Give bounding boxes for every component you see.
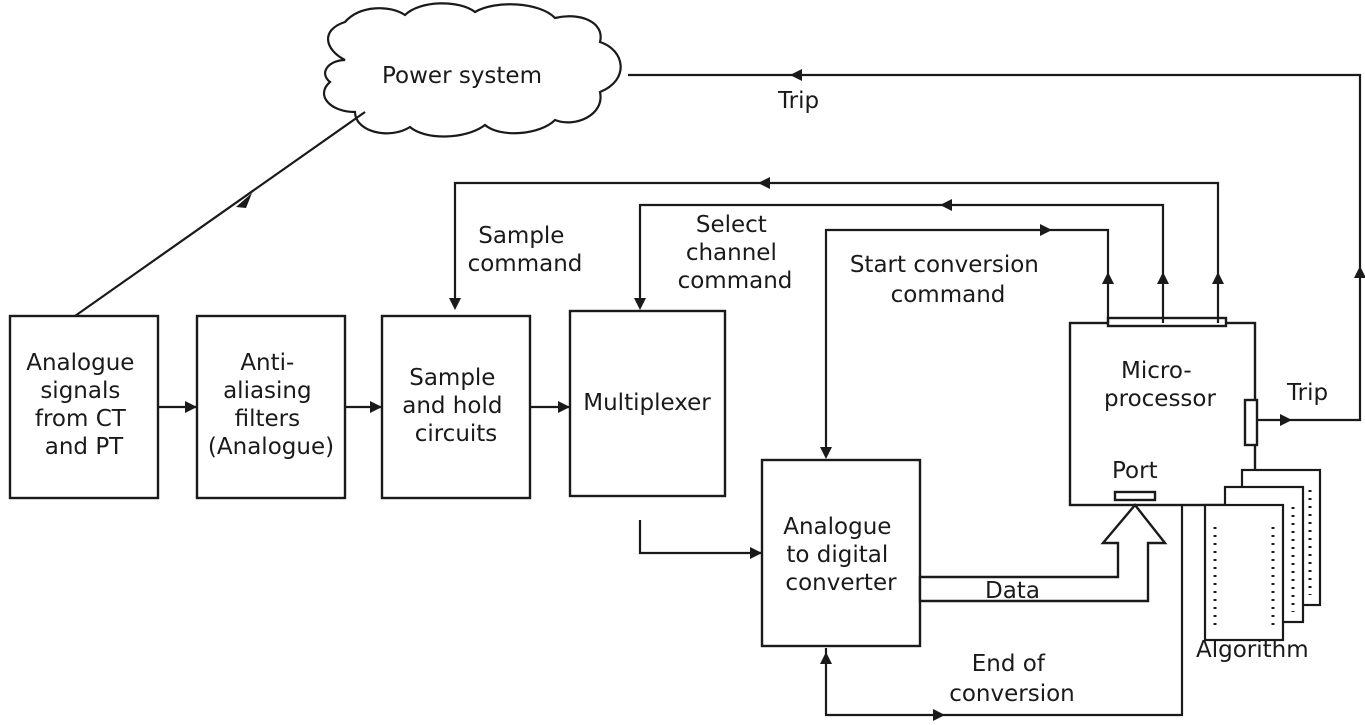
sample-and-hold-label: Sample and hold circuits bbox=[402, 365, 510, 447]
power-system-label: Power system bbox=[382, 63, 542, 89]
microprocessor-box: Micro- processor bbox=[1068, 316, 1259, 507]
arrow-icon bbox=[933, 709, 945, 721]
arrow-icon bbox=[1212, 272, 1224, 284]
arrow-icon bbox=[750, 547, 762, 559]
arrow-icon bbox=[236, 193, 252, 208]
sample-command-label: Sample command bbox=[468, 223, 583, 277]
trip-top-label: Trip bbox=[777, 88, 819, 114]
data-label: Data bbox=[985, 578, 1040, 604]
arrow-icon bbox=[1280, 414, 1292, 426]
arrow-icon bbox=[820, 652, 832, 664]
port-label: Port bbox=[1112, 458, 1158, 484]
arrow-icon bbox=[820, 447, 832, 459]
anti-aliasing-label: Anti- aliasing filters (Analogue) bbox=[208, 350, 334, 460]
multiplexer-box: Multiplexer bbox=[568, 309, 727, 498]
arrow-icon bbox=[634, 298, 646, 310]
mux-to-adc-line bbox=[638, 520, 762, 555]
arrow-icon bbox=[558, 401, 570, 413]
select-channel-label: Select channel command bbox=[678, 212, 793, 294]
adc-box: Analogue to digital converter bbox=[760, 458, 922, 648]
anti-aliasing-filters-box: Anti- aliasing filters (Analogue) bbox=[195, 314, 347, 500]
port-rect bbox=[1113, 490, 1157, 502]
trip-right-label: Trip bbox=[1286, 380, 1328, 406]
trip-return-line bbox=[628, 73, 1362, 422]
analogue-signals-box: Analogue signals from CT and PT bbox=[8, 314, 160, 500]
power-system-cloud: Power system bbox=[323, 2, 622, 138]
arrow-icon bbox=[185, 401, 197, 413]
start-conversion-label: Start conversion command bbox=[850, 252, 1046, 308]
arrow-icon bbox=[1040, 224, 1052, 236]
microprocessor-label: Micro- processor bbox=[1104, 358, 1216, 412]
arrow-icon bbox=[940, 199, 952, 211]
sensing-connection bbox=[74, 111, 366, 317]
arrow-icon bbox=[1354, 266, 1365, 278]
multiplexer-label: Multiplexer bbox=[583, 390, 711, 416]
sample-command-line bbox=[453, 181, 1220, 323]
algorithm-pages-icon bbox=[1203, 468, 1322, 642]
arrow-icon bbox=[449, 298, 461, 310]
algorithm-label: Algorithm bbox=[1196, 637, 1309, 663]
data-bus bbox=[918, 503, 1168, 603]
sample-and-hold-box: Sample and hold circuits bbox=[380, 314, 532, 500]
analogue-signals-label: Analogue signals from CT and PT bbox=[26, 350, 142, 460]
select-channel-line bbox=[638, 203, 1165, 323]
arrow-icon bbox=[790, 69, 802, 81]
end-of-conversion-line bbox=[824, 505, 1184, 717]
adc-label: Analogue to digital converter bbox=[783, 514, 899, 596]
arrow-icon bbox=[1157, 272, 1169, 284]
arrow-icon bbox=[1102, 272, 1114, 284]
end-of-conversion-label: End of conversion bbox=[949, 651, 1075, 707]
arrow-icon bbox=[370, 401, 382, 413]
arrow-icon bbox=[758, 177, 770, 189]
